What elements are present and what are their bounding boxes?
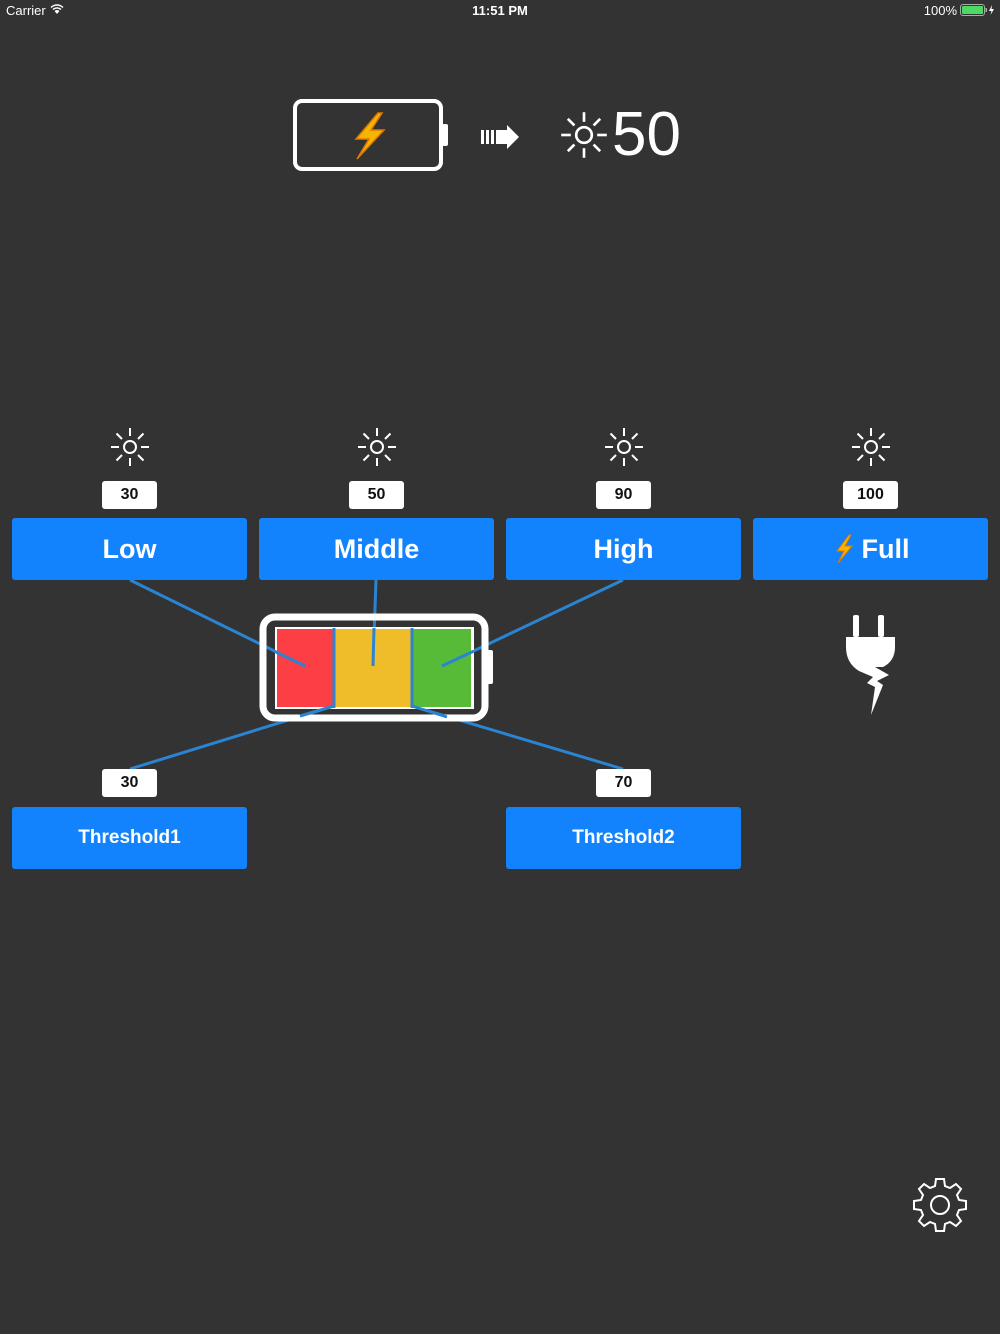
plug-icon (846, 615, 895, 715)
status-battery-icon (960, 4, 994, 16)
middle-level-button[interactable]: Middle (259, 518, 494, 580)
middle-brightness-value: 50 (349, 481, 404, 509)
settings-gear-icon[interactable] (911, 1176, 969, 1234)
brightness-icon (357, 427, 397, 467)
charging-battery-icon (293, 99, 448, 171)
low-segment (277, 629, 335, 707)
low-brightness-value: 30 (102, 481, 157, 509)
threshold1-button[interactable]: Threshold1 (12, 807, 247, 869)
high-level-label: High (593, 533, 654, 564)
clock: 11:51 PM (472, 3, 528, 18)
low-level-button[interactable]: Low (12, 518, 247, 580)
arrow-right-icon (481, 125, 519, 149)
brightness-icon (604, 427, 644, 467)
wifi-icon (50, 4, 64, 14)
high-segment (412, 629, 471, 707)
brightness-icon (851, 427, 891, 467)
middle-level-label: Middle (333, 533, 420, 564)
full-level-button[interactable]: Full (753, 518, 988, 580)
carrier-label: Carrier (6, 3, 46, 18)
high-brightness-value: 90 (596, 481, 651, 509)
brightness-icon (561, 112, 607, 158)
full-level-label: Full (861, 533, 910, 564)
low-level-label: Low (102, 533, 157, 564)
threshold2-value: 70 (596, 769, 651, 797)
brightness-icon (110, 427, 150, 467)
battery-percent: 100% (923, 3, 957, 18)
lightning-icon (835, 534, 853, 564)
current-brightness: 50 (612, 100, 681, 169)
threshold2-button[interactable]: Threshold2 (506, 807, 741, 869)
full-brightness-value: 100 (843, 481, 898, 509)
threshold1-value: 30 (102, 769, 157, 797)
high-level-button[interactable]: High (506, 518, 741, 580)
